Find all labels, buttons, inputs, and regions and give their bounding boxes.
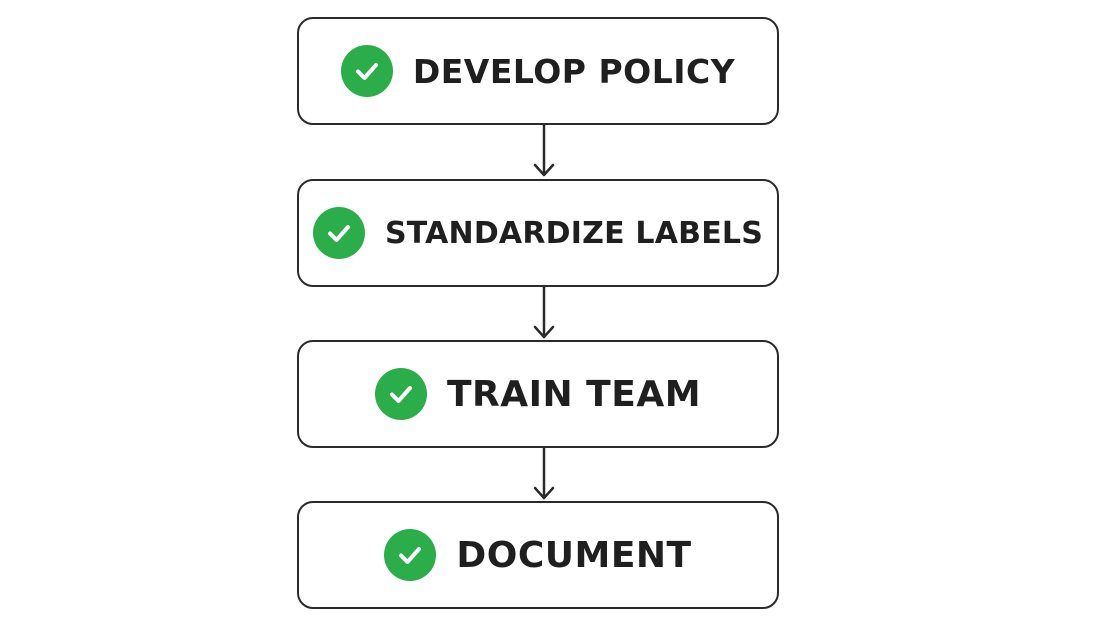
step-document: DOCUMENT: [297, 501, 779, 609]
step-label: TRAIN TEAM: [446, 373, 702, 415]
down-arrow-icon: [533, 125, 555, 177]
check-circle-icon: [340, 45, 393, 97]
step-label: DEVELOP POLICY: [412, 51, 736, 91]
step-develop-policy: DEVELOP POLICY: [297, 17, 779, 125]
check-circle-icon: [374, 368, 427, 420]
step-standardize-labels: STANDARDIZE LABELS: [297, 179, 779, 287]
step-label: STANDARDIZE LABELS: [384, 215, 764, 251]
down-arrow-icon: [533, 448, 555, 500]
down-arrow-icon: [533, 287, 555, 339]
step-label: DOCUMENT: [456, 534, 692, 576]
check-circle-icon: [312, 207, 365, 259]
check-circle-icon: [384, 529, 437, 581]
step-train-team: TRAIN TEAM: [297, 340, 779, 448]
